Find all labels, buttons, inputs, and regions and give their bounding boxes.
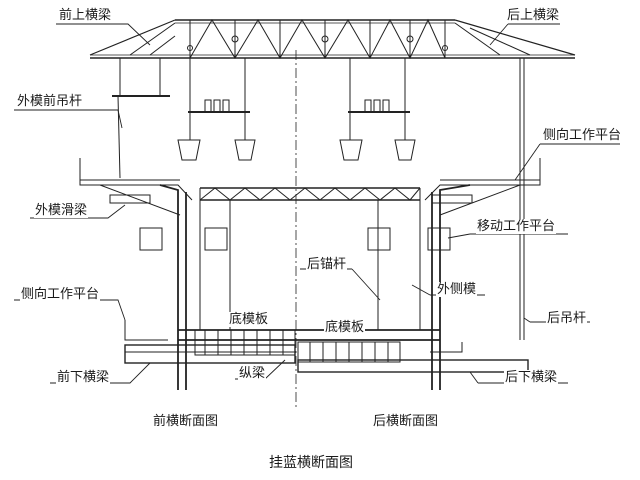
bottom-forms (124, 329, 529, 373)
label-outer-form-slide-beam: 外模滑梁 (34, 203, 89, 218)
label-rear-bottom-beam: 后下横梁 (504, 370, 559, 385)
caption-rear-section: 后横断面图 (372, 414, 440, 429)
box-girder (159, 184, 471, 390)
inner-truss (199, 187, 421, 330)
top-platforms (79, 158, 541, 216)
label-bottom-form-left: 底模板 (228, 312, 270, 327)
caption-front-section: 前横断面图 (152, 414, 220, 429)
label-outer-form-front-hanger: 外模前吊杆 (16, 94, 84, 109)
label-side-platform-right: 侧向工作平台 (542, 128, 623, 143)
label-front-bottom-beam: 前下横梁 (56, 370, 111, 385)
label-mobile-platform: 移动工作平台 (476, 219, 557, 234)
bottom-platforms (124, 227, 463, 353)
top-truss (89, 18, 576, 60)
label-rear-anchor-rod: 后锚杆 (306, 257, 348, 272)
label-bottom-form-right: 底模板 (324, 320, 366, 335)
label-outer-side-form: 外侧模 (436, 282, 478, 297)
label-front-top-beam: 前上横梁 (58, 8, 113, 23)
label-side-platform-left: 侧向工作平台 (20, 287, 101, 302)
label-longitudinal-beam: 纵梁 (238, 366, 267, 381)
label-rear-hanger: 后吊杆 (546, 311, 588, 326)
drawing-title: 挂蓝横断面图 (268, 455, 354, 471)
hangers (112, 58, 525, 340)
label-rear-top-beam: 后上横梁 (506, 8, 561, 23)
